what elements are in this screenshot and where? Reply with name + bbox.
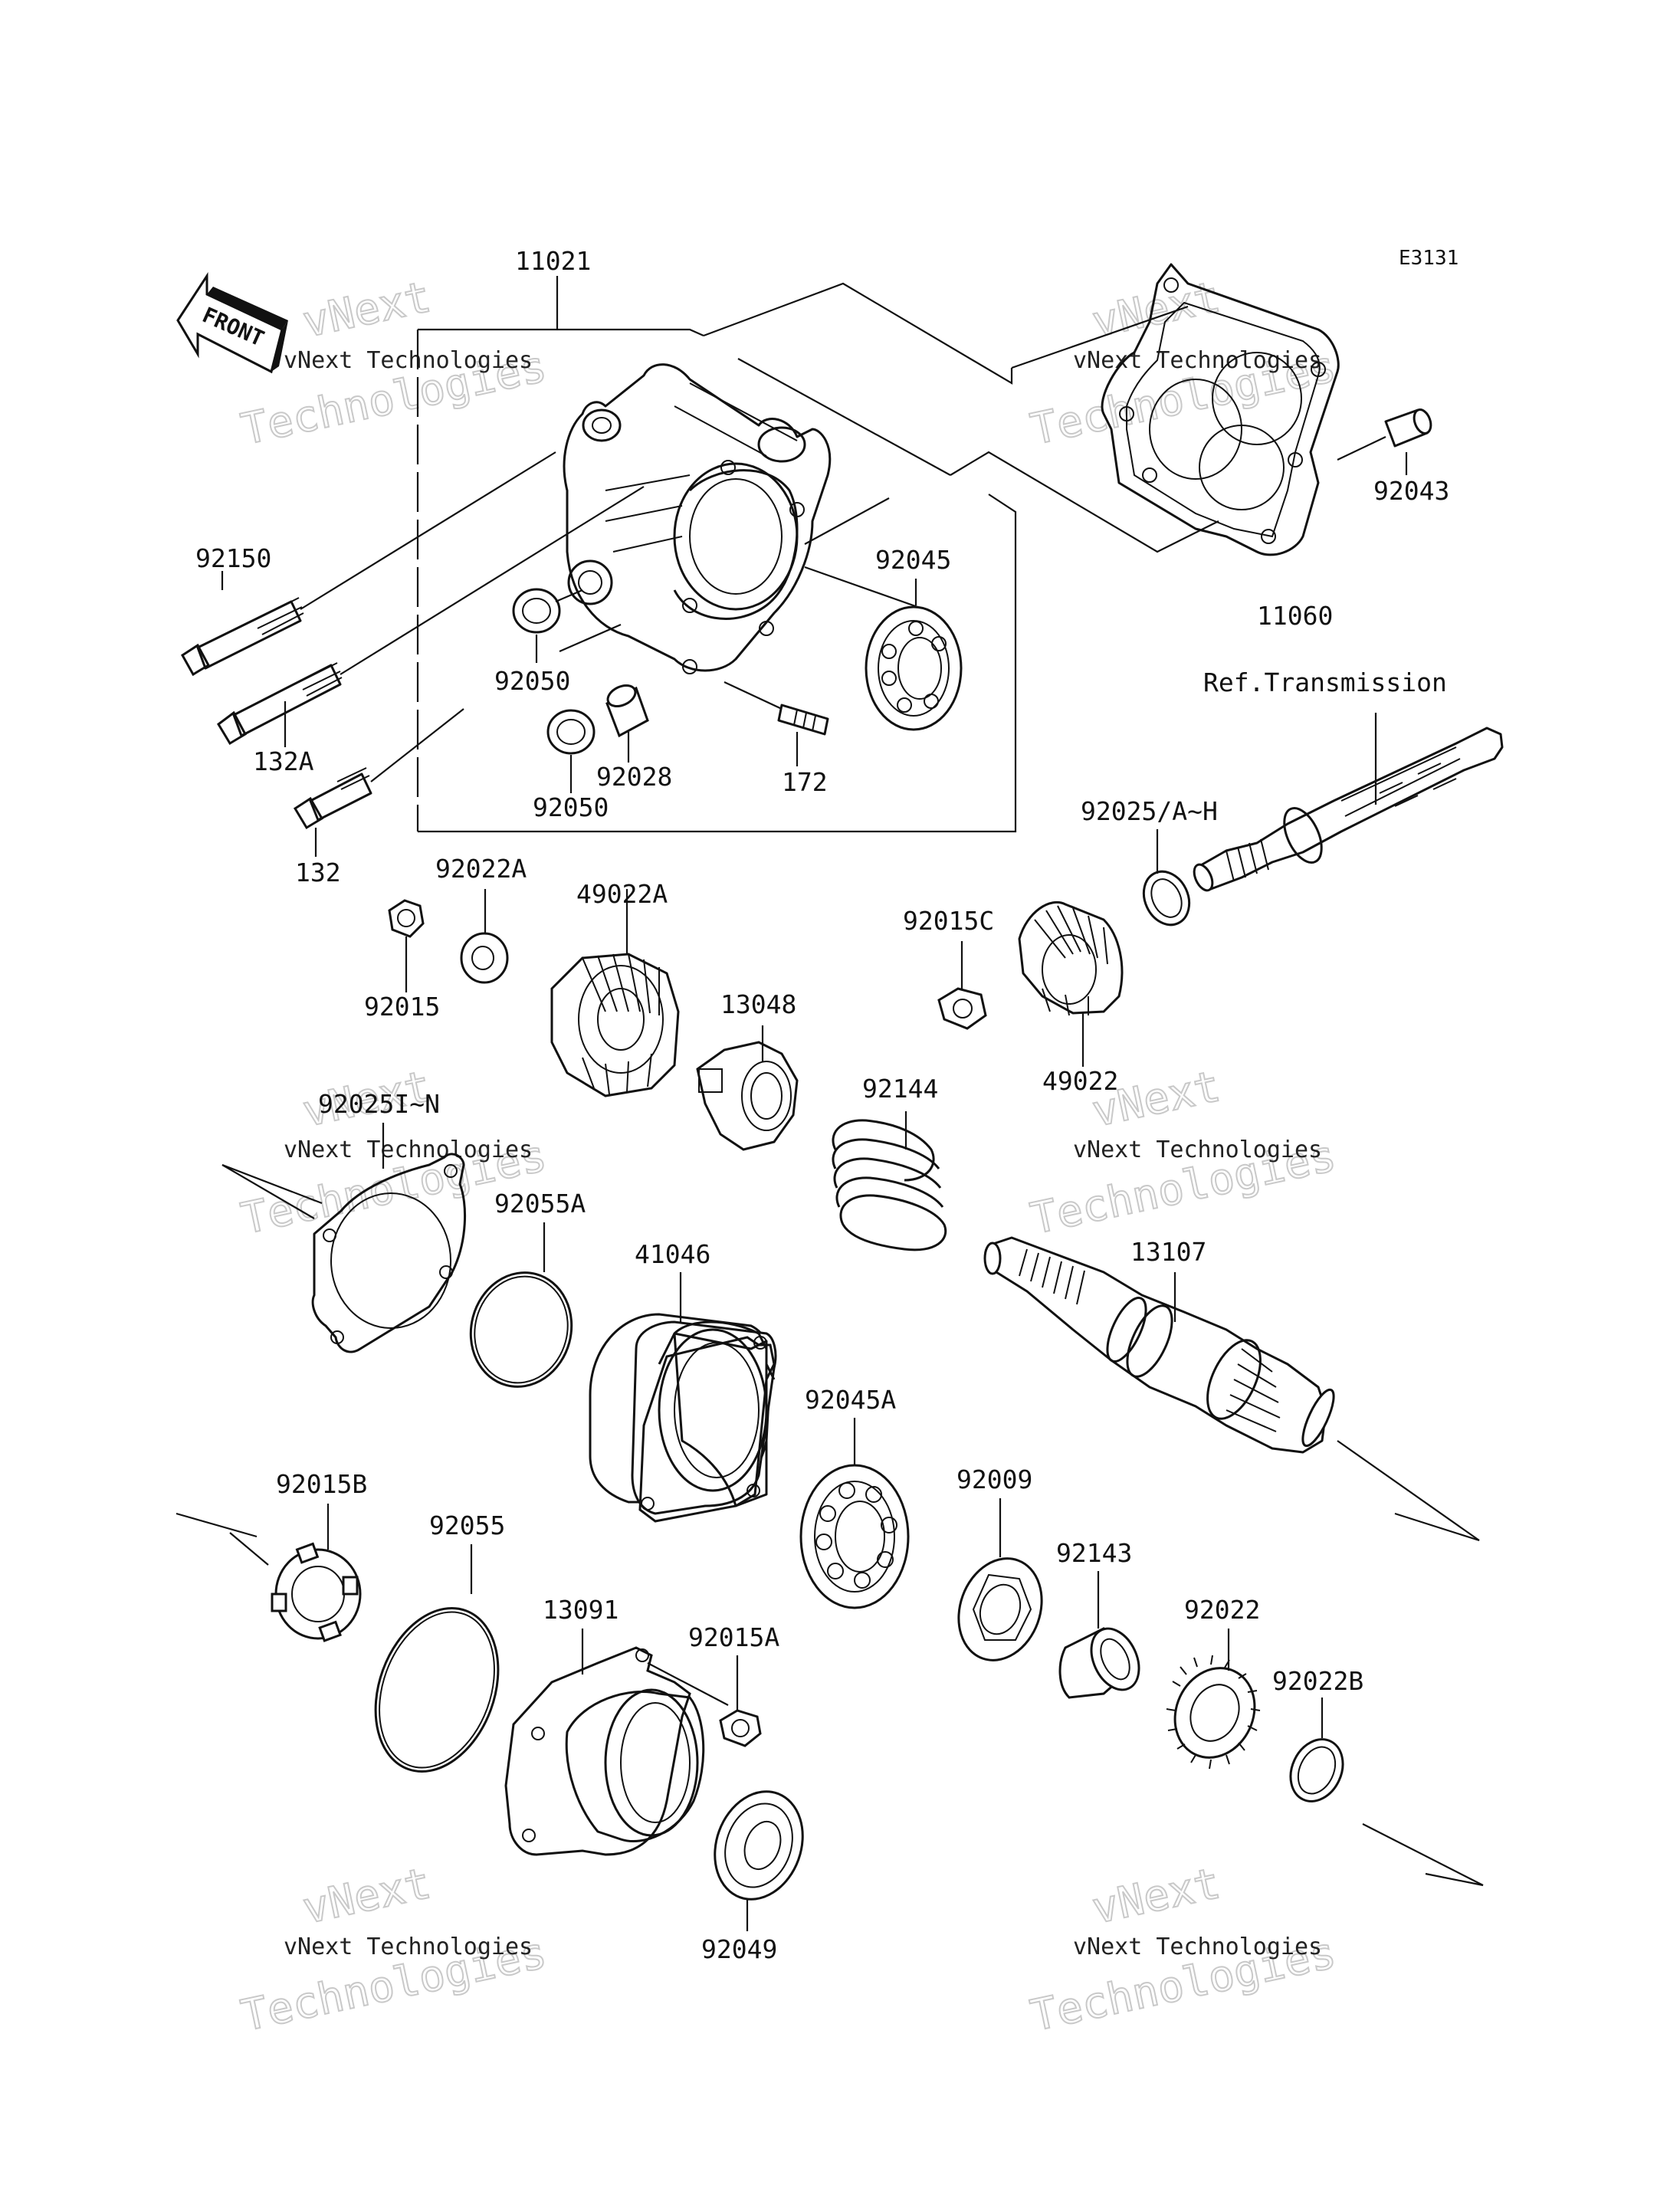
spring-92144	[832, 1111, 947, 1251]
diagram-code: E3131	[1399, 247, 1459, 270]
nut-92015	[388, 899, 425, 992]
bearing-92045	[865, 579, 963, 731]
label-92015a: 92015A	[688, 1622, 779, 1652]
dowel-pin-92043	[1337, 408, 1432, 475]
washer-92022b	[1289, 1697, 1484, 1887]
bolt-132a	[217, 486, 645, 747]
label-49022: 49022	[1042, 1066, 1118, 1096]
label-11060: 11060	[1257, 601, 1333, 631]
case-41046	[589, 1272, 777, 1523]
collar-92143	[1058, 1571, 1140, 1699]
label-41046: 41046	[635, 1239, 710, 1269]
bolt-132	[293, 708, 464, 857]
lock-washer-92022	[1166, 1629, 1261, 1770]
washer-92022a	[460, 889, 509, 984]
front-housing	[563, 363, 832, 674]
front-arrow-icon: FRONT	[176, 271, 288, 374]
watermark-text: vNext Technologies	[1073, 1934, 1322, 1960]
bearing-92045a	[799, 1418, 910, 1609]
label-92015: 92015	[364, 992, 440, 1022]
watermark-top-right: vNext Technologies vNext Technologies	[1025, 271, 1340, 456]
label-92022: 92022	[1184, 1595, 1260, 1625]
label-172: 172	[782, 767, 828, 797]
watermark-text: vNext Technologies	[284, 1137, 533, 1163]
label-ref-transmission: Ref.Transmission	[1203, 668, 1447, 697]
o-ring-92055	[374, 1544, 500, 1773]
washer-92025-a-h	[1142, 829, 1191, 927]
housing-group-bracket	[416, 276, 1017, 833]
svg-text:vNext: vNext	[298, 272, 435, 348]
label-92050-lower: 92050	[533, 792, 609, 822]
label-92050-upper: 92050	[494, 666, 570, 696]
svg-text:vNext: vNext	[298, 1858, 435, 1934]
watermark-text: vNext Technologies	[284, 347, 533, 374]
seal-92050-upper	[512, 588, 583, 663]
lock-nut-92015b	[176, 1504, 362, 1642]
label-92144: 92144	[862, 1074, 938, 1104]
label-92143: 92143	[1056, 1538, 1132, 1568]
watermark-bottom-left: vNext Technologies vNext Technologies	[236, 1858, 551, 2042]
label-92045a: 92045A	[805, 1385, 896, 1415]
label-92055: 92055	[429, 1511, 505, 1540]
label-92009: 92009	[956, 1465, 1032, 1494]
label-92025i-n: 92025I~N	[318, 1089, 440, 1119]
o-ring-92055a	[469, 1222, 573, 1388]
svg-text:vNext: vNext	[1088, 1858, 1224, 1934]
part-labels: 11021 11060 92043 92150 92045 92050 9205…	[195, 246, 1449, 1964]
oil-seal-92009	[957, 1498, 1043, 1661]
label-49022a: 49022A	[576, 879, 668, 909]
bolt-92150	[181, 451, 556, 677]
label-92028: 92028	[596, 762, 672, 792]
watermark-bottom-right: vNext Technologies vNext Technologies	[1025, 1858, 1340, 2042]
housing-guide-lines	[703, 282, 1219, 615]
label-92015b: 92015B	[276, 1469, 367, 1499]
watermark-text: vNext Technologies	[1073, 347, 1322, 374]
collar-92028	[605, 684, 649, 763]
stud-172	[724, 681, 829, 766]
label-92025-a-h: 92025/A~H	[1081, 796, 1218, 826]
watermark-text: vNext Technologies	[1073, 1137, 1322, 1163]
bevel-gear-49022	[1018, 900, 1124, 1067]
label-92049: 92049	[701, 1934, 777, 1964]
label-92045: 92045	[875, 545, 951, 575]
nut-92015a	[719, 1655, 762, 1747]
cap-13091	[504, 1629, 729, 1856]
label-132: 132	[295, 858, 341, 887]
label-92043: 92043	[1373, 476, 1449, 506]
dog-clutch-13048	[696, 1025, 799, 1151]
watermark-text: vNext Technologies	[284, 1934, 533, 1960]
nut-92015c	[937, 941, 987, 1030]
drive-shaft-13107	[983, 1236, 1480, 1542]
label-92150: 92150	[195, 543, 271, 573]
label-11021: 11021	[515, 246, 591, 276]
label-92022a: 92022A	[435, 854, 527, 884]
gasket-11060	[1101, 263, 1340, 556]
label-13107: 13107	[1130, 1237, 1206, 1267]
label-92055a: 92055A	[494, 1189, 586, 1219]
oil-seal-92049	[714, 1790, 804, 1931]
gasket-92025i-n	[221, 1123, 467, 1353]
label-92015c: 92015C	[903, 906, 994, 936]
label-13091: 13091	[543, 1595, 619, 1625]
transmission-shaft-reference	[1193, 713, 1504, 892]
label-92022b: 92022B	[1272, 1666, 1363, 1696]
seal-92050-lower	[546, 623, 622, 793]
watermark-top-left: vNext Technologies vNext Technologies	[236, 271, 551, 456]
label-13048: 13048	[720, 989, 796, 1019]
label-132a: 132A	[253, 746, 314, 776]
bevel-gear-49022a	[550, 889, 680, 1097]
